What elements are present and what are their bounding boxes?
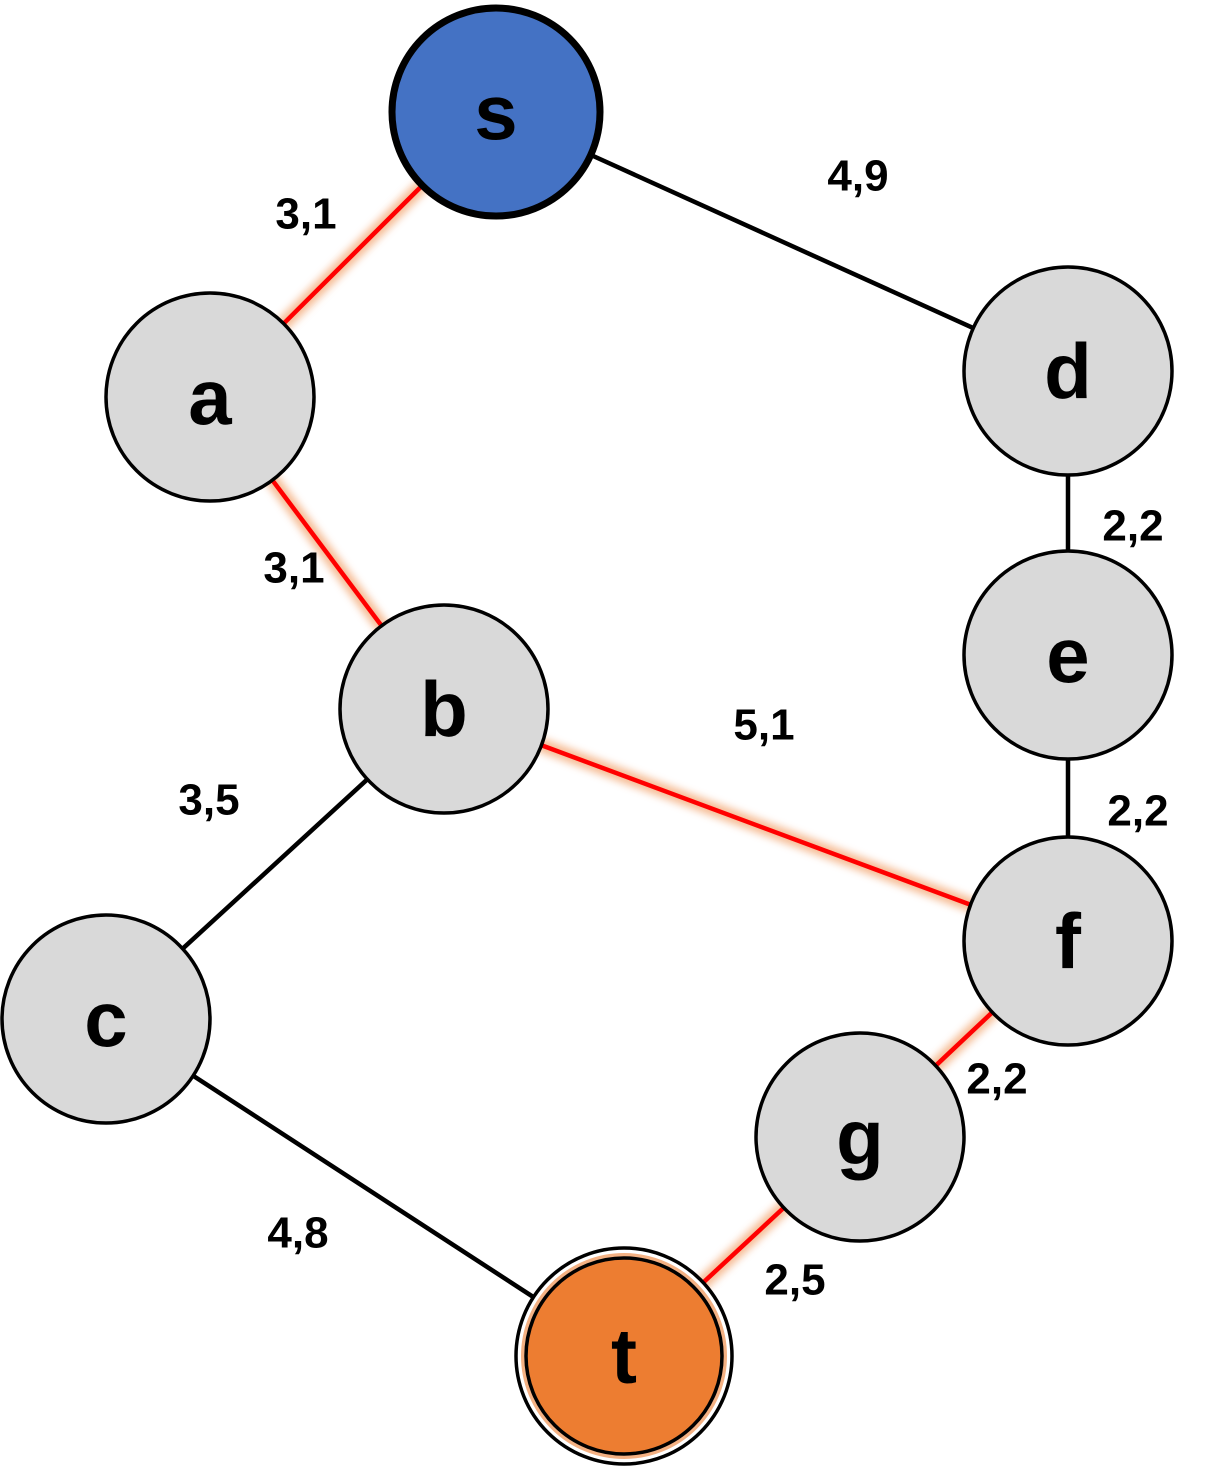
- node-d: d: [962, 265, 1174, 477]
- edge-e-f-label: 2,2: [1107, 787, 1168, 836]
- node-t: t: [514, 1246, 734, 1466]
- edge-b-f: [540, 743, 972, 907]
- edge-c-t-label: 4,8: [267, 1209, 328, 1258]
- node-g-label: g: [836, 1093, 884, 1181]
- node-g: g: [754, 1031, 966, 1243]
- edge-b-c-label: 3,5: [178, 776, 239, 825]
- node-s: s: [388, 4, 604, 220]
- edge-a-b: [270, 478, 384, 628]
- node-b: b: [338, 603, 550, 815]
- edge-s-d-label: 4,9: [827, 152, 888, 201]
- edge-g-t: [694, 1206, 786, 1291]
- edges: [181, 154, 1071, 1305]
- node-a: a: [104, 291, 316, 503]
- edge-b-f-label: 5,1: [733, 701, 794, 750]
- edge-labels: 3,1 3,1 5,1 2,2 2,5 4,9 2,2 2,2 3,5 4,8: [178, 152, 1168, 1305]
- node-d-label: d: [1044, 327, 1092, 415]
- node-e: e: [962, 549, 1174, 761]
- node-s-label: s: [474, 68, 517, 156]
- node-b-label: b: [420, 665, 468, 753]
- edge-f-g: [934, 1010, 994, 1068]
- edge-s-a: [282, 185, 422, 326]
- edge-f-g-label: 2,2: [966, 1055, 1027, 1104]
- edge-b-c: [181, 777, 369, 951]
- node-a-label: a: [188, 353, 232, 441]
- edge-d-e-label: 2,2: [1102, 502, 1163, 551]
- node-c-label: c: [84, 975, 127, 1063]
- edge-g-t-label: 2,5: [764, 1256, 825, 1305]
- nodes: s a b c d e f g t: [0, 4, 1174, 1466]
- edge-s-a-label: 3,1: [275, 190, 336, 239]
- node-c: c: [0, 913, 212, 1125]
- edge-a-b-label: 3,1: [263, 544, 324, 593]
- node-t-label: t: [611, 1312, 637, 1400]
- node-e-label: e: [1046, 611, 1089, 699]
- node-f: f: [962, 835, 1174, 1047]
- edge-c-t: [191, 1073, 544, 1305]
- node-f-label: f: [1055, 897, 1082, 985]
- edge-s-d: [592, 154, 975, 331]
